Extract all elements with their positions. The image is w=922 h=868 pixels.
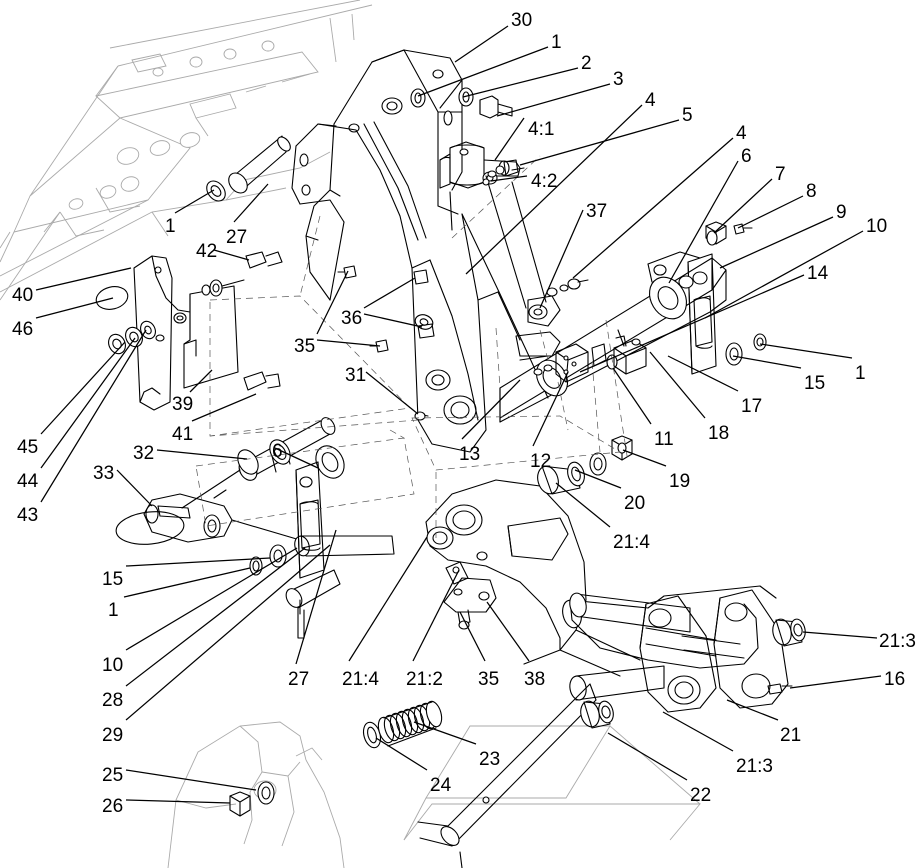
part-callout-42: 42 bbox=[196, 241, 218, 262]
part-callout-26: 26 bbox=[102, 796, 124, 817]
part-callout-9: 9 bbox=[836, 202, 847, 223]
part-callout-24: 24 bbox=[430, 775, 452, 796]
part-callout-7: 7 bbox=[775, 164, 786, 185]
part-callout-10: 10 bbox=[102, 655, 124, 676]
part-callout-44: 44 bbox=[17, 471, 39, 492]
part-callout-4-1: 4:1 bbox=[528, 119, 555, 140]
part-callout-19: 19 bbox=[669, 471, 691, 492]
part-callout-21-3: 21:3 bbox=[879, 631, 916, 652]
part-callout-4: 4 bbox=[736, 123, 747, 144]
part-callout-21-4: 21:4 bbox=[613, 532, 650, 553]
part-callout-1: 1 bbox=[855, 363, 866, 384]
part-callout-43: 43 bbox=[17, 505, 39, 526]
part-callout-27: 27 bbox=[288, 669, 310, 690]
ghost-machine-rear bbox=[167, 721, 345, 868]
part-callout-14: 14 bbox=[807, 263, 829, 284]
part-callout-13: 13 bbox=[459, 444, 481, 465]
part-callout-45: 45 bbox=[17, 437, 39, 458]
part-callout-38: 38 bbox=[524, 669, 546, 690]
part-callout-40: 40 bbox=[12, 285, 34, 306]
part-callout-22: 22 bbox=[690, 785, 712, 806]
nut-washer-group bbox=[229, 781, 275, 817]
part-callout-15: 15 bbox=[102, 569, 124, 590]
part-callout-20: 20 bbox=[624, 493, 646, 514]
part-callout-28: 28 bbox=[102, 690, 124, 711]
part-callout-1: 1 bbox=[551, 32, 562, 53]
part-callout-37: 37 bbox=[586, 201, 608, 222]
part-callout-4: 4 bbox=[645, 90, 656, 111]
part-callout-46: 46 bbox=[12, 319, 34, 340]
arm-hardware bbox=[337, 265, 435, 421]
part-callout-6: 6 bbox=[741, 146, 752, 167]
part-callout-35: 35 bbox=[294, 336, 316, 357]
part-callout-8: 8 bbox=[806, 181, 817, 202]
part-callout-41: 41 bbox=[172, 424, 194, 445]
part-callout-32: 32 bbox=[133, 443, 155, 464]
loose-parts-upper bbox=[206, 87, 767, 366]
part-callout-35: 35 bbox=[478, 669, 500, 690]
lower-left-parts bbox=[115, 417, 395, 639]
part-callout-31: 31 bbox=[345, 365, 367, 386]
coil-spring bbox=[377, 700, 443, 747]
part-callout-10: 10 bbox=[866, 216, 888, 237]
part-callout-36: 36 bbox=[341, 308, 363, 329]
part-callout-39: 39 bbox=[172, 394, 194, 415]
lower-boom-arm bbox=[425, 479, 641, 677]
part-callout-3: 3 bbox=[613, 69, 624, 90]
part-callout-1: 1 bbox=[108, 600, 119, 621]
part-callout-21: 21 bbox=[780, 725, 802, 746]
part-callout-6: 6 bbox=[272, 441, 283, 462]
part-callout-5: 5 bbox=[682, 105, 693, 126]
part-callout-15: 15 bbox=[804, 373, 826, 394]
clevis-assembly bbox=[417, 585, 789, 868]
part-callout-29: 29 bbox=[102, 725, 124, 746]
ghost-machine-frame bbox=[0, 0, 373, 301]
boom-main-arm bbox=[291, 49, 549, 453]
part-callout-11: 11 bbox=[654, 429, 674, 450]
part-callout-4-2: 4:2 bbox=[531, 171, 558, 192]
part-callout-16: 16 bbox=[884, 669, 906, 690]
part-callout-17: 17 bbox=[741, 396, 763, 417]
part-callout-30: 30 bbox=[511, 10, 533, 31]
part-callout-23: 23 bbox=[479, 749, 501, 770]
part-callout-25: 25 bbox=[102, 765, 124, 786]
part-callout-1: 1 bbox=[165, 216, 176, 237]
part-callout-21-3: 21:3 bbox=[736, 756, 773, 777]
part-callout-27: 27 bbox=[226, 227, 248, 248]
part-callout-21-4: 21:4 bbox=[342, 669, 379, 690]
spring-group bbox=[362, 700, 443, 749]
part-callout-18: 18 bbox=[708, 423, 730, 444]
clevis-bushings bbox=[580, 618, 806, 729]
part-callout-12: 12 bbox=[530, 451, 552, 472]
part-callout-2: 2 bbox=[581, 53, 592, 74]
construction-lines bbox=[195, 155, 629, 538]
part-callout-21-2: 21:2 bbox=[406, 669, 443, 690]
part-callout-33: 33 bbox=[93, 463, 115, 484]
left-bracket-assembly bbox=[95, 251, 283, 411]
